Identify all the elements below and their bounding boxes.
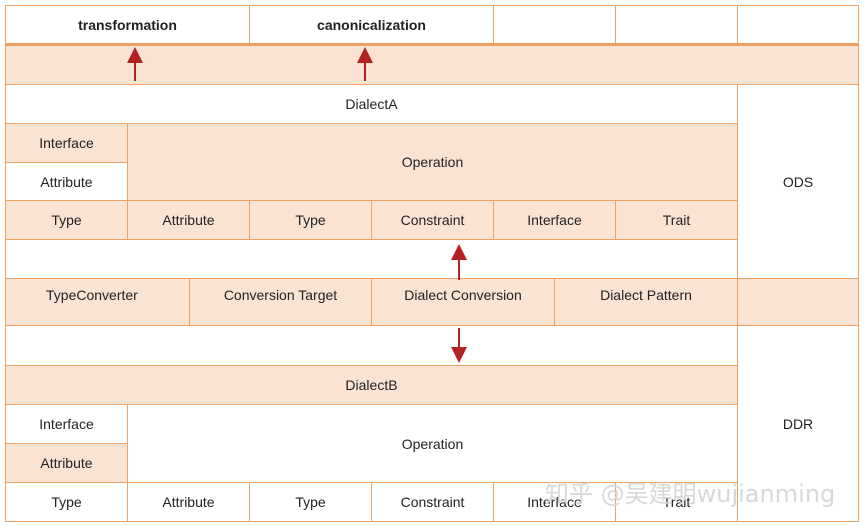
- watermark: 知乎 @吴建明wujianming: [545, 480, 836, 508]
- conversion-right-cell: [737, 278, 859, 326]
- dialect-a-attribute: Attribute: [5, 162, 128, 201]
- dialect-b-type: Type: [5, 482, 128, 522]
- ddr-cell: DDR: [737, 325, 859, 522]
- dialect-a-interface: Interface: [5, 123, 128, 163]
- dialect-a-type-cell: Type: [249, 200, 372, 240]
- dialect-a-operation: Operation: [127, 123, 738, 201]
- gap-row: [5, 325, 738, 366]
- dialect-b-trait: Trait: [615, 482, 738, 522]
- transformation-cell: transformation: [5, 5, 250, 45]
- dialect-b-constraint: Constraint: [371, 482, 494, 522]
- top-rule: [5, 43, 859, 45]
- dialect-a-attribute-cell: Attribute: [127, 200, 250, 240]
- dialect-a-interface-cell: Interface: [493, 200, 616, 240]
- type-converter: TypeConverter: [5, 278, 190, 326]
- dialect-b-interface-cell: Interface: [493, 482, 616, 522]
- empty-top-cell: [493, 5, 616, 45]
- dialect-a-constraint: Constraint: [371, 200, 494, 240]
- conversion-target: Conversion Target: [189, 278, 372, 326]
- dialect-b-attribute-cell: Attribute: [127, 482, 250, 522]
- pass-band: [5, 45, 859, 85]
- dialect-b-type-cell: Type: [249, 482, 372, 522]
- gap-row: [5, 239, 738, 279]
- dialect-pattern: Dialect Pattern: [554, 278, 738, 326]
- dialect-b-title: DialectB: [5, 365, 738, 405]
- ods-cell: ODS: [737, 84, 859, 279]
